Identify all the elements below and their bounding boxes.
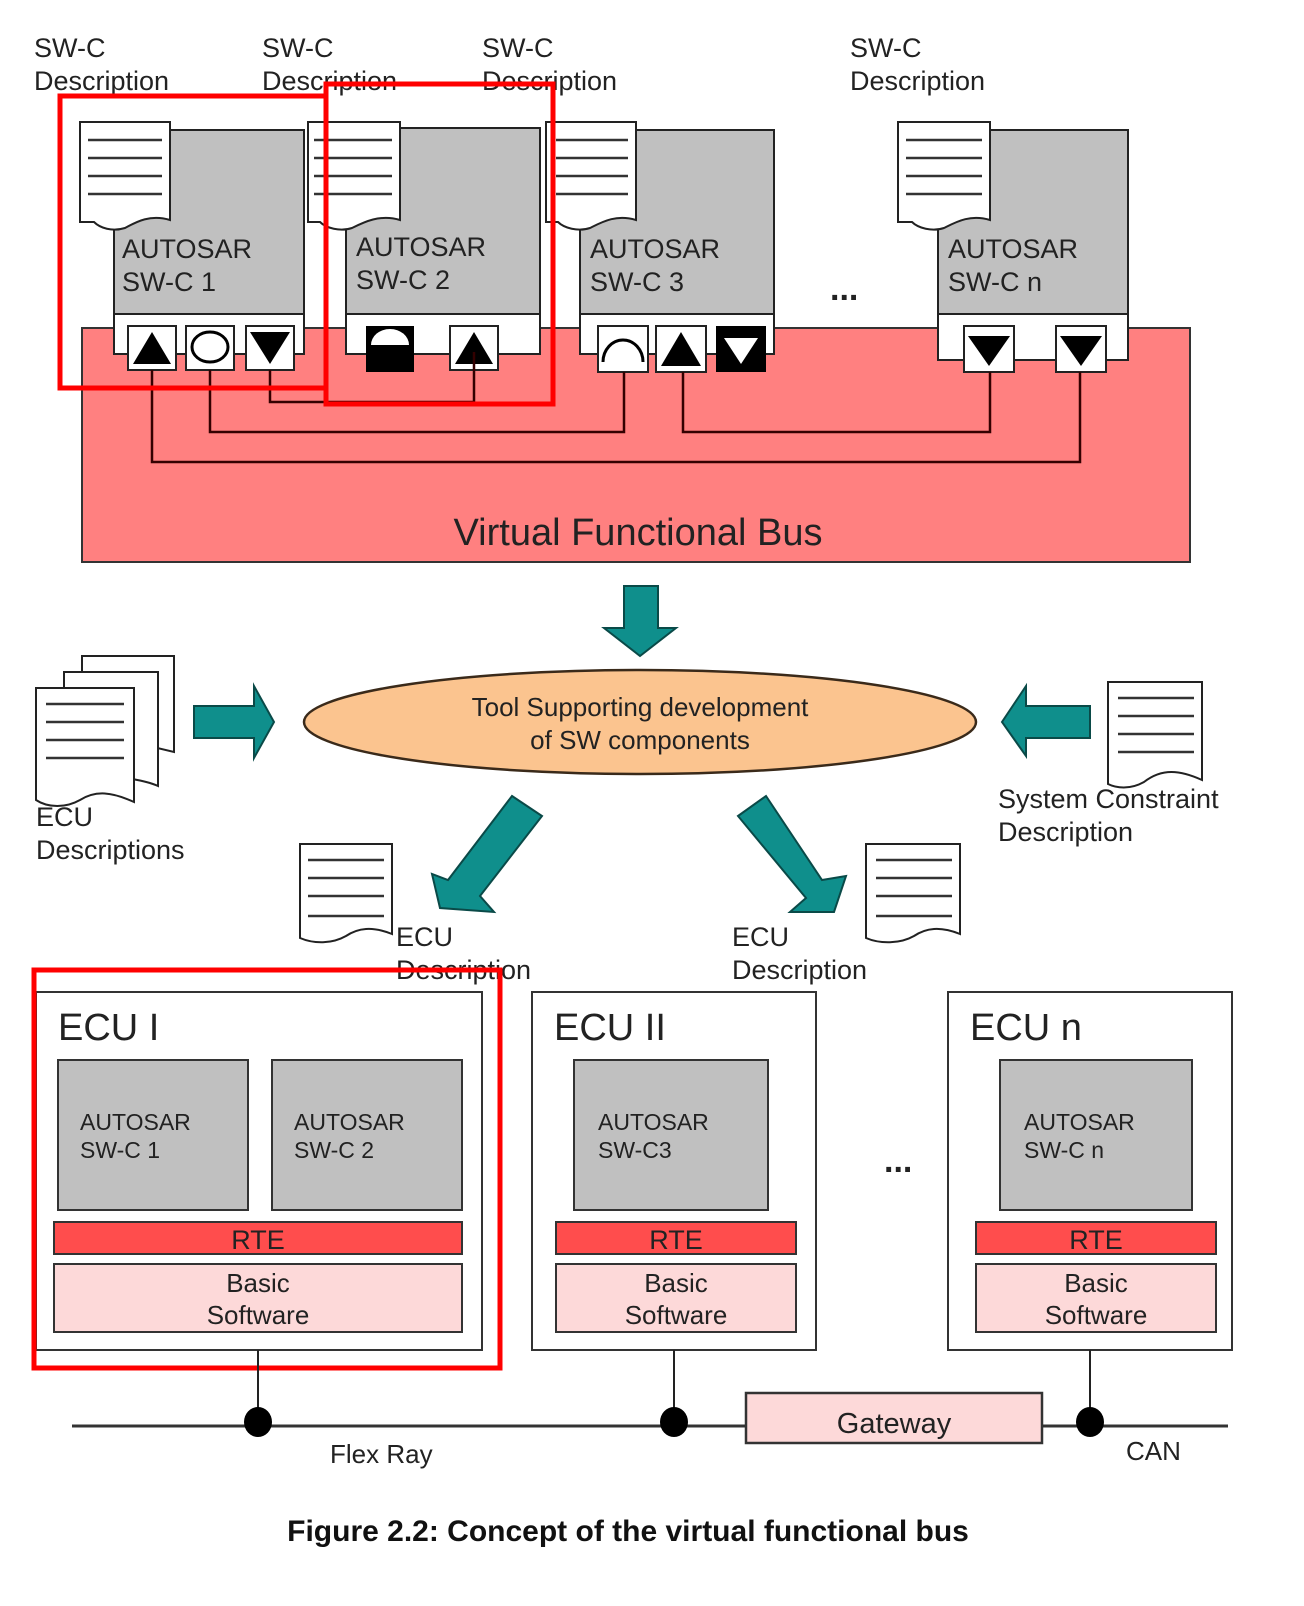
- swc-box[interactable]: [573, 1059, 769, 1211]
- bsw-layer: [975, 1263, 1217, 1333]
- gateway[interactable]: Gateway: [744, 1391, 1044, 1445]
- ecu-title: ECU II: [554, 1007, 666, 1049]
- document-lines: [88, 138, 162, 196]
- swc-box[interactable]: [271, 1059, 463, 1211]
- ecu-title: ECU I: [58, 1007, 159, 1049]
- rte-label: RTE: [1069, 1225, 1123, 1255]
- bus-node-ecu1: [244, 1407, 272, 1437]
- can-label: CAN: [1126, 1436, 1181, 1466]
- figure-caption: Figure 2.2: Concept of the virtual funct…: [287, 1515, 969, 1548]
- port-receiver-inverted-icon[interactable]: [716, 326, 766, 372]
- port-sender-icon[interactable]: [127, 325, 177, 371]
- vfb-label: Virtual Functional Bus: [454, 512, 823, 554]
- bus-node-ecu2: [660, 1407, 688, 1437]
- down-arrow-icon: [601, 585, 679, 658]
- gateway-label: Gateway: [837, 1408, 952, 1440]
- flexray-label: Flex Ray: [330, 1439, 433, 1469]
- ecu-descriptions-stack-icon: [35, 655, 175, 807]
- port-client-arc-icon[interactable]: [597, 325, 649, 373]
- highlight-box-swc2: [323, 81, 556, 407]
- rte-layer: [53, 1221, 463, 1255]
- port-client-circle-icon[interactable]: [185, 325, 235, 371]
- rte-layer: [555, 1221, 797, 1255]
- port-receiver-icon[interactable]: [245, 325, 295, 371]
- ellipsis-bottom: ...: [884, 1142, 912, 1180]
- right-arrow-icon: [193, 682, 276, 762]
- port-receiver-icon[interactable]: [1055, 325, 1107, 373]
- system-constraint-document-icon: [1107, 681, 1203, 789]
- document-lines: [906, 138, 982, 196]
- port-receiver-icon[interactable]: [963, 325, 1015, 373]
- ellipsis-top: ...: [830, 270, 858, 308]
- left-arrow-icon: [1000, 682, 1091, 760]
- ecu-description-right-document-icon: [865, 843, 961, 944]
- ecu-description-left-document-icon: [299, 843, 393, 944]
- tool-ellipse: [302, 668, 978, 776]
- ecu-title: ECU n: [970, 1007, 1082, 1049]
- rte-label: RTE: [649, 1225, 703, 1255]
- bsw-layer: [555, 1263, 797, 1333]
- down-left-arrow-icon: [430, 794, 544, 914]
- document-lines: [556, 138, 628, 196]
- swc-box[interactable]: [999, 1059, 1193, 1211]
- highlight-box-ecu1: [31, 967, 503, 1371]
- port-sender-icon[interactable]: [655, 325, 707, 373]
- bus-node-ecun: [1076, 1407, 1104, 1437]
- network-bus: [72, 1350, 1228, 1437]
- rte-layer: [975, 1221, 1217, 1255]
- rte-label: RTE: [231, 1225, 285, 1255]
- port-server-icon[interactable]: [366, 326, 414, 372]
- bsw-layer: [53, 1263, 463, 1333]
- swc-box[interactable]: [57, 1059, 249, 1211]
- down-right-arrow-icon: [736, 794, 848, 913]
